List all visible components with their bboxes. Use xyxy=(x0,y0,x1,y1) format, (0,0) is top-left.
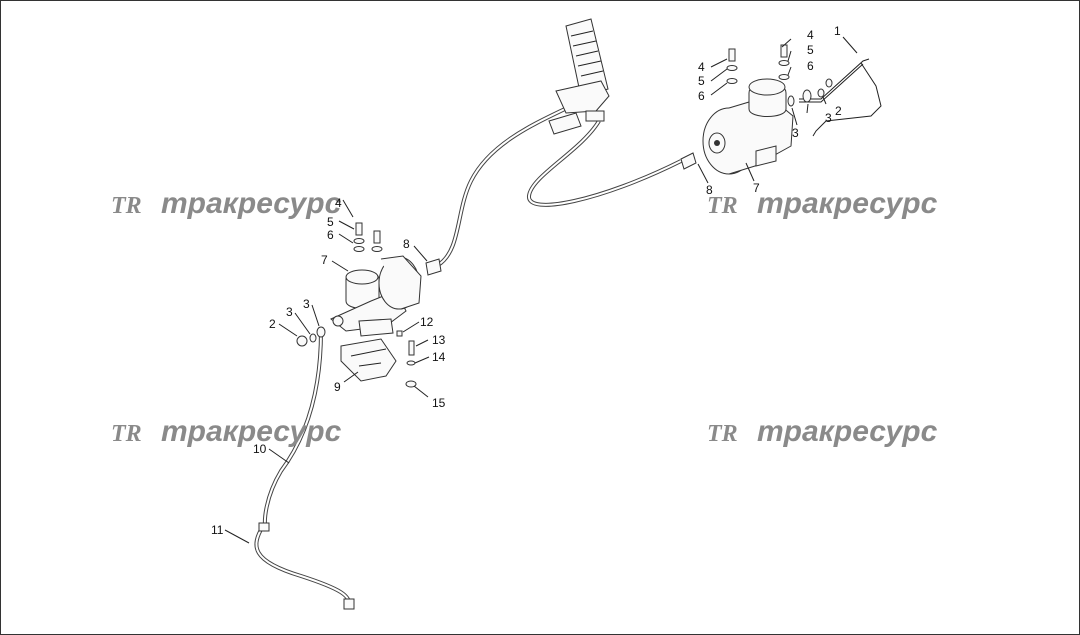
callout-8: 8 xyxy=(403,237,410,251)
callout-7: 7 xyxy=(753,181,760,195)
callout-11: 11 xyxy=(211,523,224,537)
callout-5: 5 xyxy=(807,43,814,57)
watermark-3: TR тракресурс xyxy=(111,415,342,448)
callout-8: 8 xyxy=(706,183,713,197)
callout-4: 4 xyxy=(807,28,814,42)
callout-3: 3 xyxy=(286,305,293,319)
callout-5: 5 xyxy=(327,215,334,229)
watermark-logo: TR xyxy=(707,421,738,447)
callout-2: 2 xyxy=(835,104,842,118)
watermark-logo: TR xyxy=(111,193,142,219)
callout-6: 6 xyxy=(807,59,814,73)
watermark-text: тракресурс xyxy=(161,187,342,220)
callout-6: 6 xyxy=(327,228,334,242)
callout-3: 3 xyxy=(792,126,799,140)
watermark-text: тракресурс xyxy=(757,415,938,448)
watermark-2: TR тракресурс xyxy=(707,187,938,220)
callout-4: 4 xyxy=(698,60,705,74)
hose-left xyxy=(436,104,572,267)
leader-lines xyxy=(224,36,858,544)
callout-3: 3 xyxy=(303,297,310,311)
callout-10: 10 xyxy=(253,442,267,456)
callout-9: 9 xyxy=(334,380,341,394)
watermark-logo: TR xyxy=(707,193,738,219)
callout-12: 12 xyxy=(420,315,434,329)
brake-pedal xyxy=(548,18,610,135)
callout-4: 4 xyxy=(335,196,342,210)
callout-5: 5 xyxy=(698,74,705,88)
callout-13: 13 xyxy=(432,333,446,347)
callout-14: 14 xyxy=(432,350,446,364)
hose-bottom xyxy=(254,524,352,607)
fasteners xyxy=(258,44,833,610)
callout-7: 7 xyxy=(321,253,328,267)
brake-chamber-left xyxy=(330,255,442,337)
brake-chamber-right xyxy=(680,78,794,175)
callout-1: 1 xyxy=(834,24,841,38)
watermark-logo: TR xyxy=(111,421,142,447)
callout-6: 6 xyxy=(698,89,705,103)
watermark-4: TR тракресурс xyxy=(707,415,938,448)
watermark-1: TR тракресурс xyxy=(111,187,342,220)
hose-right xyxy=(527,119,682,207)
watermark-text: тракресурс xyxy=(757,187,938,220)
mounting-bracket xyxy=(340,338,397,382)
callout-2: 2 xyxy=(269,317,276,331)
callout-numbers: 1 2 3 3 4 5 6 7 8 4 5 6 2 3 3 4 5 6 7 8 … xyxy=(211,24,842,537)
watermark-text: тракресурс xyxy=(161,415,342,448)
callout-3: 3 xyxy=(825,111,832,125)
callout-15: 15 xyxy=(432,396,446,410)
